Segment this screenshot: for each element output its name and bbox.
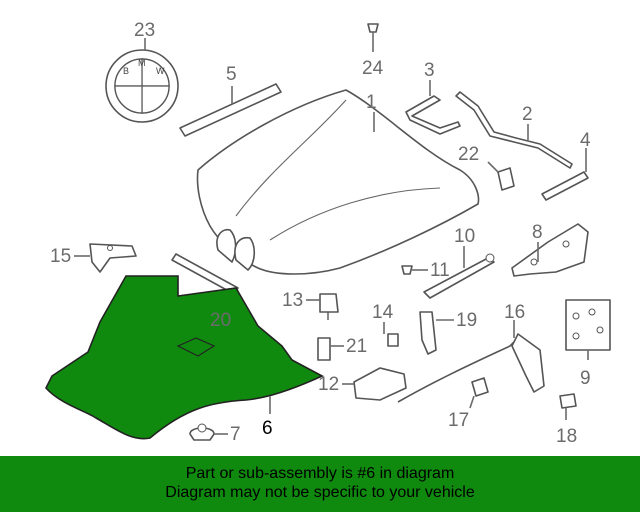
grommet-part-13[interactable] — [319, 293, 339, 320]
release-cable-part-16[interactable] — [397, 333, 545, 403]
callout-23: 23 — [134, 20, 155, 41]
plug-part-18[interactable] — [559, 393, 577, 409]
insulator-pad-part-6[interactable] — [45, 275, 324, 440]
info-banner: Part or sub-assembly is #6 in diagram Di… — [0, 456, 640, 512]
rod-part-3[interactable] — [405, 95, 461, 135]
callout-13: 13 — [282, 290, 303, 311]
latch-part-12[interactable] — [353, 367, 407, 401]
rod-part-2[interactable] — [455, 91, 573, 169]
callout-22: 22 — [458, 144, 479, 165]
bmw-emblem-part-23[interactable]: B M W — [105, 49, 179, 123]
strut-part-4[interactable] — [541, 171, 589, 201]
callout-18: 18 — [556, 426, 577, 447]
callout-17: 17 — [448, 410, 469, 431]
callout-24: 24 — [362, 58, 384, 79]
clip-part-21[interactable] — [317, 337, 331, 361]
latch-bracket-part-15[interactable] — [89, 243, 137, 273]
bolt-part-11[interactable] — [401, 265, 413, 275]
callout-1: 1 — [366, 92, 377, 113]
callout-20: 20 — [210, 310, 231, 331]
hinge-part-8[interactable] — [511, 223, 589, 277]
callout-5: 5 — [226, 64, 237, 85]
parts-diagram: B M W — [45, 20, 611, 447]
clip-part-24[interactable] — [367, 23, 379, 40]
svg-text:B: B — [123, 66, 129, 76]
callout-2: 2 — [522, 104, 533, 125]
svg-text:M: M — [138, 58, 146, 68]
banner-line-2: Diagram may not be specific to your vehi… — [165, 484, 475, 501]
callout-4: 4 — [580, 130, 591, 151]
screw-part-14[interactable] — [387, 333, 399, 347]
callout-9: 9 — [580, 368, 591, 389]
svg-text:W: W — [156, 66, 165, 76]
callout-21: 21 — [346, 336, 367, 357]
callout-19: 19 — [456, 310, 477, 331]
hardware-kit-part-9[interactable] — [565, 299, 611, 351]
banner-line-1: Part or sub-assembly is #6 in diagram — [185, 465, 455, 482]
bracket-part-19[interactable] — [419, 311, 437, 355]
clip-part-17[interactable] — [471, 377, 489, 397]
callout-12: 12 — [318, 374, 339, 395]
bumper-part-22[interactable] — [497, 167, 515, 191]
callout-3: 3 — [424, 60, 435, 81]
callout-15: 15 — [50, 246, 71, 267]
nut-part-7[interactable] — [189, 423, 215, 441]
callout-11: 11 — [430, 260, 450, 281]
seal-strip-part-5[interactable] — [179, 83, 282, 137]
gas-strut-part-10[interactable] — [423, 253, 495, 299]
callout-8: 8 — [532, 222, 543, 243]
strip-part-20[interactable] — [171, 253, 239, 295]
callout-16: 16 — [504, 302, 525, 323]
callout-7: 7 — [230, 424, 241, 445]
callout-6: 6 — [262, 418, 273, 439]
callout-14: 14 — [372, 302, 394, 323]
callout-10: 10 — [454, 226, 475, 247]
hood-part-1[interactable] — [196, 89, 480, 275]
